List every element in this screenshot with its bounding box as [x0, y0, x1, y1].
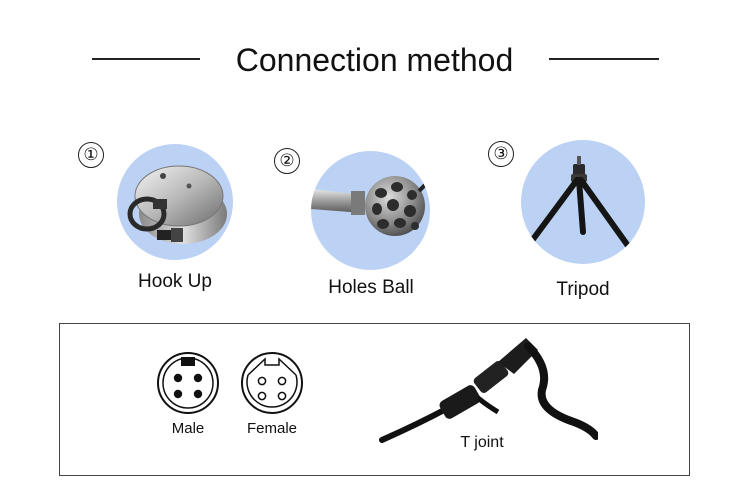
hook-up-image [117, 144, 233, 260]
method-3-number: ③ [488, 141, 514, 167]
method-1-label: Hook Up [138, 271, 212, 292]
holes-ball-image [311, 151, 430, 270]
title-rule-left [92, 58, 200, 60]
connector-panel: Male Female T joint [59, 323, 690, 476]
eye-hook-puck-icon [127, 165, 227, 244]
title-row: Connection method [0, 38, 750, 82]
method-3-label: Tripod [556, 279, 610, 300]
female-connector-icon [241, 352, 303, 414]
method-1-number: ① [78, 142, 104, 168]
page-title: Connection method [235, 42, 514, 78]
method-2-label: Holes Ball [328, 277, 414, 298]
tripod-image [521, 140, 645, 264]
male-label: Male [171, 420, 205, 437]
t-joint-cable-icon [379, 338, 598, 443]
female-label: Female [246, 420, 298, 437]
male-connector-icon [157, 352, 219, 414]
tripod-icon [528, 156, 634, 253]
holes-ball-icon [311, 176, 430, 236]
title-rule-right [549, 58, 659, 60]
t-joint-label: T joint [460, 434, 504, 451]
method-2-number: ② [274, 148, 300, 174]
